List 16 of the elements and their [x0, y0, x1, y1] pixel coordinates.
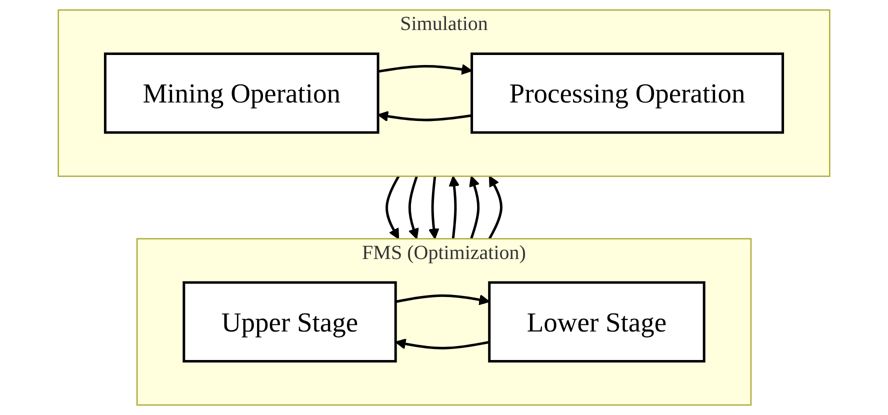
arrow [488, 176, 502, 240]
arrow [469, 176, 480, 240]
node-box [104, 52, 380, 134]
arrow [378, 110, 472, 122]
cluster [58, 9, 830, 177]
cluster [136, 238, 752, 406]
arrow [448, 176, 460, 239]
node-box [182, 281, 397, 362]
arrow [378, 64, 472, 75]
arrow [395, 338, 490, 350]
node-box [488, 281, 706, 362]
arrow [428, 176, 440, 240]
node-box [470, 52, 784, 134]
arrow [408, 176, 419, 240]
arrow [395, 294, 490, 306]
arrow [386, 176, 400, 240]
